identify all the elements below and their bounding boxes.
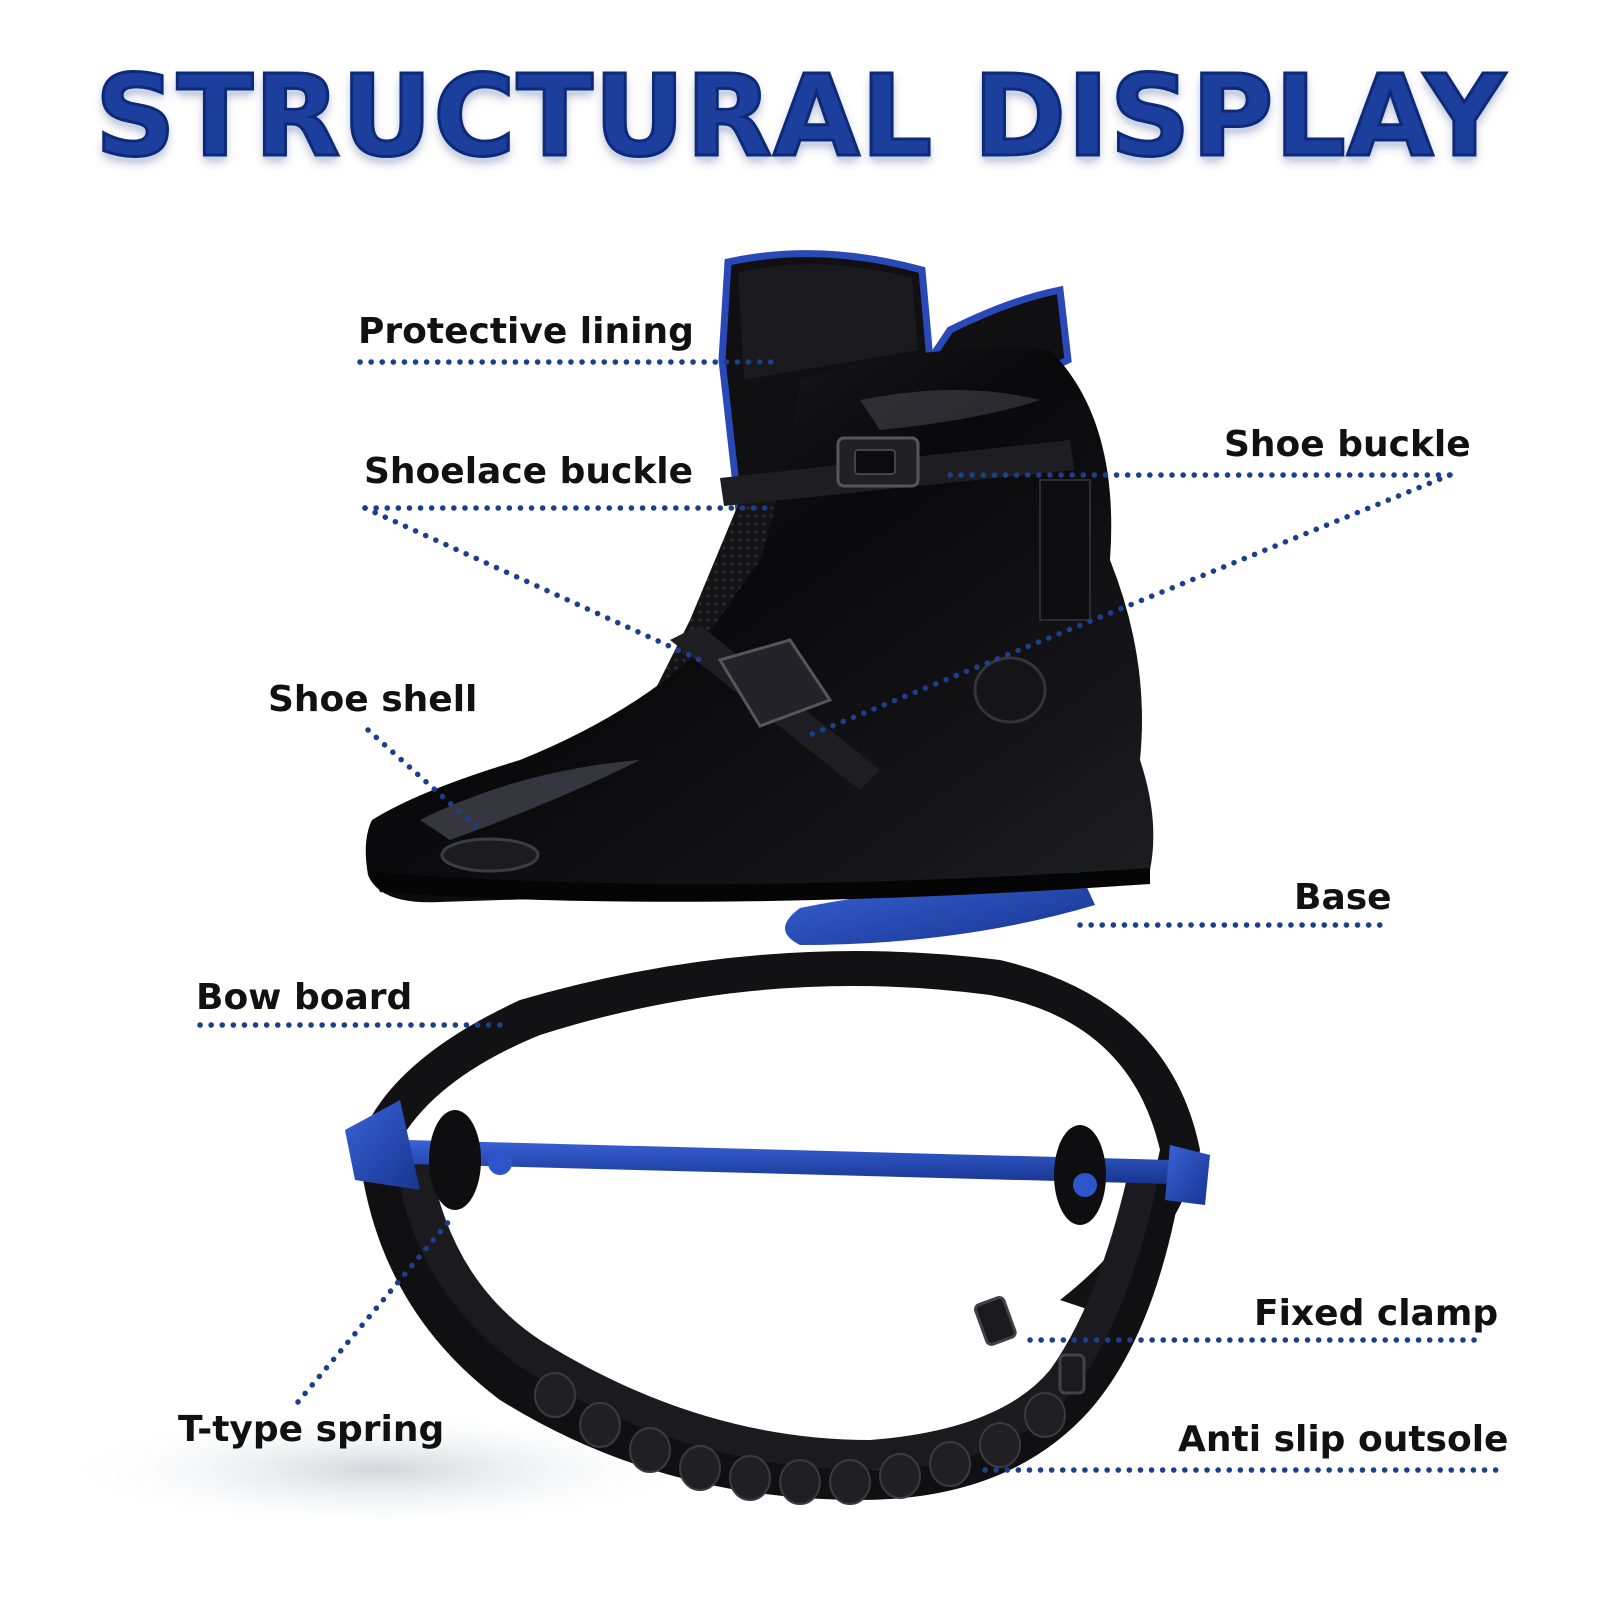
label-base: Base xyxy=(1294,877,1392,918)
left-end-cap xyxy=(345,1100,420,1190)
leader-shoelace-buckle-diagonal xyxy=(362,505,703,663)
label-t-type-spring: T-type spring xyxy=(178,1409,445,1450)
t-type-spring-part xyxy=(389,1139,1191,1185)
label-bow-board: Bow board xyxy=(196,977,413,1018)
label-fixed-clamp: Fixed clamp xyxy=(1254,1293,1499,1334)
label-protective-lining: Protective lining xyxy=(358,311,694,352)
label-shoe-buckle: Shoe buckle xyxy=(1224,424,1471,465)
leader-t-type-spring xyxy=(295,1217,453,1405)
leader-shoe-shell xyxy=(365,727,483,833)
shoelace-buckle-part xyxy=(717,638,833,728)
diagram-title: STRUCTURAL DISPLAY xyxy=(94,51,1507,184)
anti-slip-studs xyxy=(534,1372,1066,1505)
label-shoelace-buckle: Shoelace buckle xyxy=(364,451,694,492)
ground-shadow xyxy=(50,1410,710,1530)
right-end-cap xyxy=(1165,1145,1210,1205)
leader-shoe-buckle-diagonal xyxy=(807,472,1453,738)
boot xyxy=(365,250,1154,945)
label-anti-slip-outsole: Anti slip outsole xyxy=(1178,1419,1509,1460)
label-shoe-shell: Shoe shell xyxy=(268,679,478,720)
bow-board-assembly xyxy=(345,951,1210,1505)
shoe-shell-part xyxy=(365,348,1154,903)
fixed-clamp-part xyxy=(973,1295,1017,1346)
leader-lines xyxy=(197,359,1503,1473)
